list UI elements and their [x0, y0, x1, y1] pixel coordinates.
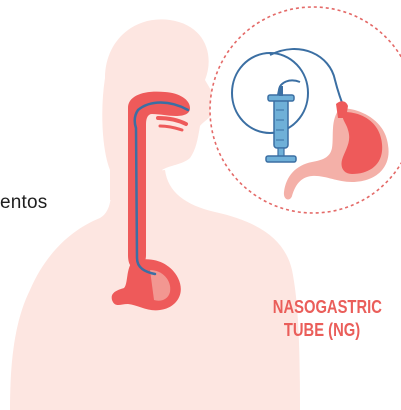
label-line-2: TUBE (NG) [273, 319, 371, 342]
label-line-1: NASOGASTRIC [273, 296, 371, 319]
partial-word-text: entos [0, 193, 47, 212]
nasogastric-tube-label: NASOGASTRIC TUBE (NG) [273, 296, 371, 342]
